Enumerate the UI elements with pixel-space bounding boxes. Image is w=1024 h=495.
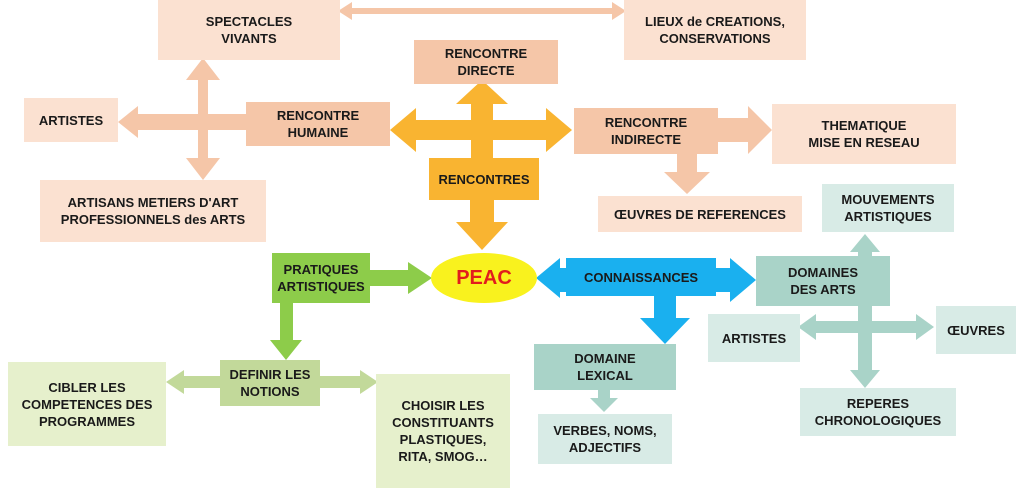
node-rencontre-humaine: RENCONTRE HUMAINE — [246, 102, 390, 146]
node-artistes-right: ARTISTES — [708, 314, 800, 362]
arrow-mouvements-reperes — [850, 234, 880, 388]
node-oeuvres-right: ŒUVRES — [936, 306, 1016, 354]
arrow-artistes-oeuvres — [798, 314, 934, 340]
node-pratiques-artistiques: PRATIQUES ARTISTIQUES — [272, 253, 370, 303]
node-choisir-constituants: CHOISIR LES CONSTITUANTS PLASTIQUES, RIT… — [376, 374, 510, 488]
arrow-pratiques-definir — [270, 303, 302, 360]
node-verbes-noms-adjectifs: VERBES, NOMS, ADJECTIFS — [538, 414, 672, 464]
arrow-spectacles-lieux — [338, 2, 626, 20]
node-thematique: THEMATIQUE MISE EN RESEAU — [772, 104, 956, 164]
node-domaine-lexical: DOMAINE LEXICAL — [534, 344, 676, 390]
arrow-to-artistes-left — [118, 106, 248, 138]
node-definir-notions: DEFINIR LES NOTIONS — [220, 360, 320, 406]
node-lieux-creations: LIEUX de CREATIONS, CONSERVATIONS — [624, 0, 806, 60]
node-artistes-left: ARTISTES — [24, 98, 118, 142]
node-artisans: ARTISANS METIERS D'ART PROFESSIONNELS de… — [40, 180, 266, 242]
node-cibler-competences: CIBLER LES COMPETENCES DES PROGRAMMES — [8, 362, 166, 446]
arrow-lexical-verbes — [590, 390, 618, 412]
node-domaines-des-arts: DOMAINES DES ARTS — [756, 256, 890, 306]
node-oeuvres-references: ŒUVRES DE REFERENCES — [598, 196, 802, 232]
node-connaissances: CONNAISSANCES — [566, 258, 716, 296]
arrow-connaissances-lexical — [640, 292, 690, 344]
node-rencontre-directe: RENCONTRE DIRECTE — [414, 40, 558, 84]
node-mouvements-artistiques: MOUVEMENTS ARTISTIQUES — [822, 184, 954, 232]
arrow-indirecte-thematique — [718, 106, 772, 154]
node-rencontres: RENCONTRES — [429, 158, 539, 200]
node-reperes-chronologiques: REPERES CHRONOLOGIQUES — [800, 388, 956, 436]
arrow-rencontres-peac — [456, 198, 508, 250]
arrow-indirecte-oeuvres — [664, 152, 710, 194]
arrow-humaine-indirecte — [390, 108, 572, 152]
arrow-pratiques-peac — [368, 262, 432, 294]
peac-label: PEAC — [456, 266, 512, 289]
node-spectacles-vivants: SPECTACLES VIVANTS — [158, 0, 340, 60]
node-peac-center: PEAC — [431, 253, 537, 303]
node-rencontre-indirecte: RENCONTRE INDIRECTE — [574, 108, 718, 154]
